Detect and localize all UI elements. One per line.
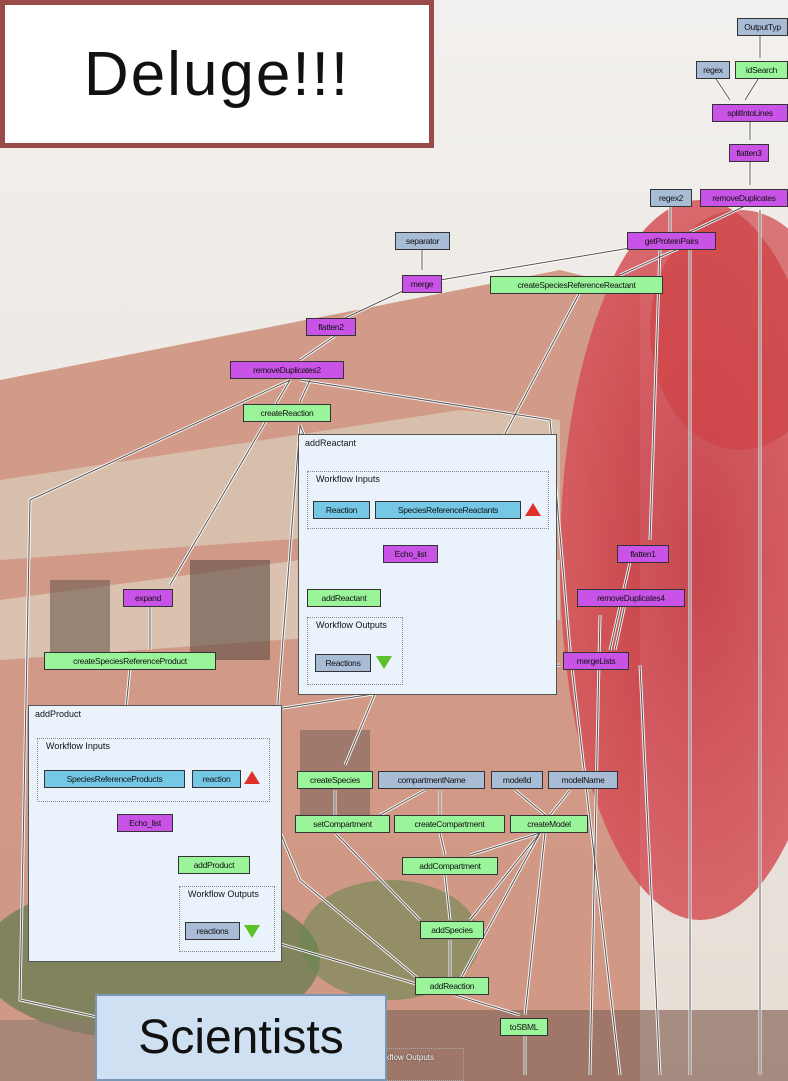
node-flatten2[interactable]: flatten2 (306, 318, 356, 336)
add-reactant-panel-title: addReactant (305, 438, 357, 448)
node-output-type[interactable]: OutputTyp (737, 18, 788, 36)
node-add-reaction[interactable]: addReaction (415, 977, 489, 995)
node-create-species-reference-product[interactable]: createSpeciesReferenceProduct (44, 652, 216, 670)
input-species-reference-reactants[interactable]: SpeciesReferenceReactants (375, 501, 521, 519)
node-add-product[interactable]: addProduct (178, 856, 250, 874)
workflow-inputs-label: Workflow Inputs (316, 474, 380, 484)
add-product-panel-title: addProduct (35, 709, 82, 719)
node-create-species-reference-reactant[interactable]: createSpeciesReferenceReactant (490, 276, 663, 294)
output-ports-triangle-icon-2[interactable] (244, 925, 260, 938)
input-ports-triangle-icon-2[interactable] (244, 771, 260, 784)
node-remove-duplicates4[interactable]: removeDuplicates4 (577, 589, 685, 607)
output-reactions-2[interactable]: reactions (185, 922, 240, 940)
node-remove-duplicates[interactable]: removeDuplicates (700, 189, 788, 207)
node-compartment-name[interactable]: compartmentName (378, 771, 485, 789)
bottom-workflow-outputs-label: Workflow Outputs (371, 1053, 434, 1062)
add-product-workflow-outputs: Workflow Outputs (179, 886, 275, 952)
node-expand[interactable]: expand (123, 589, 173, 607)
output-ports-triangle-icon[interactable] (376, 656, 392, 669)
node-regex[interactable]: regex (696, 61, 730, 79)
node-split-into-lines[interactable]: splitIntoLines (712, 104, 788, 122)
input-species-reference-products[interactable]: SpeciesReferenceProducts (44, 770, 185, 788)
node-remove-duplicates2[interactable]: removeDuplicates2 (230, 361, 344, 379)
node-create-model[interactable]: createModel (510, 815, 588, 833)
node-model-name[interactable]: modelName (548, 771, 618, 789)
node-add-compartment[interactable]: addCompartment (402, 857, 498, 875)
node-flatten3[interactable]: flatten3 (729, 144, 769, 162)
add-product-panel: addProduct Workflow Inputs Workflow Outp… (28, 705, 282, 962)
output-reactions[interactable]: Reactions (315, 654, 371, 672)
node-flatten1[interactable]: flatten1 (617, 545, 669, 563)
node-model-id[interactable]: modelId (491, 771, 543, 789)
workflow-outputs-label: Workflow Outputs (188, 889, 259, 899)
node-id-search[interactable]: idSearch (735, 61, 788, 79)
node-echo-list-1[interactable]: Echo_list (383, 545, 438, 563)
node-create-compartment[interactable]: createCompartment (394, 815, 505, 833)
node-add-species[interactable]: addSpecies (420, 921, 484, 939)
add-product-workflow-inputs: Workflow Inputs (37, 738, 270, 802)
node-regex2[interactable]: regex2 (650, 189, 692, 207)
title-box: Deluge!!! (0, 0, 434, 148)
node-create-reaction[interactable]: createReaction (243, 404, 331, 422)
scientists-label-box: Scientists (95, 994, 387, 1081)
node-set-compartment[interactable]: setCompartment (295, 815, 390, 833)
node-merge-lists[interactable]: mergeLists (563, 652, 629, 670)
scientists-label: Scientists (138, 1011, 344, 1064)
input-ports-triangle-icon[interactable] (525, 503, 541, 516)
node-merge[interactable]: merge (402, 275, 442, 293)
page-title: Deluge!!! (83, 39, 351, 109)
input-reaction-2[interactable]: reaction (192, 770, 241, 788)
add-reactant-panel: addReactant Workflow Inputs Workflow Out… (298, 434, 557, 695)
add-reactant-workflow-inputs: Workflow Inputs (307, 471, 549, 529)
workflow-outputs-label: Workflow Outputs (316, 620, 387, 630)
node-separator[interactable]: separator (395, 232, 450, 250)
node-add-reactant[interactable]: addReactant (307, 589, 381, 607)
node-get-protein-pairs[interactable]: getProteinPairs (627, 232, 716, 250)
node-create-species[interactable]: createSpecies (297, 771, 373, 789)
node-echo-list-2[interactable]: Echo_list (117, 814, 173, 832)
add-reactant-workflow-outputs: Workflow Outputs (307, 617, 403, 685)
input-reaction[interactable]: Reaction (313, 501, 370, 519)
workflow-inputs-label: Workflow Inputs (46, 741, 110, 751)
node-to-sbml[interactable]: toSBML (500, 1018, 548, 1036)
